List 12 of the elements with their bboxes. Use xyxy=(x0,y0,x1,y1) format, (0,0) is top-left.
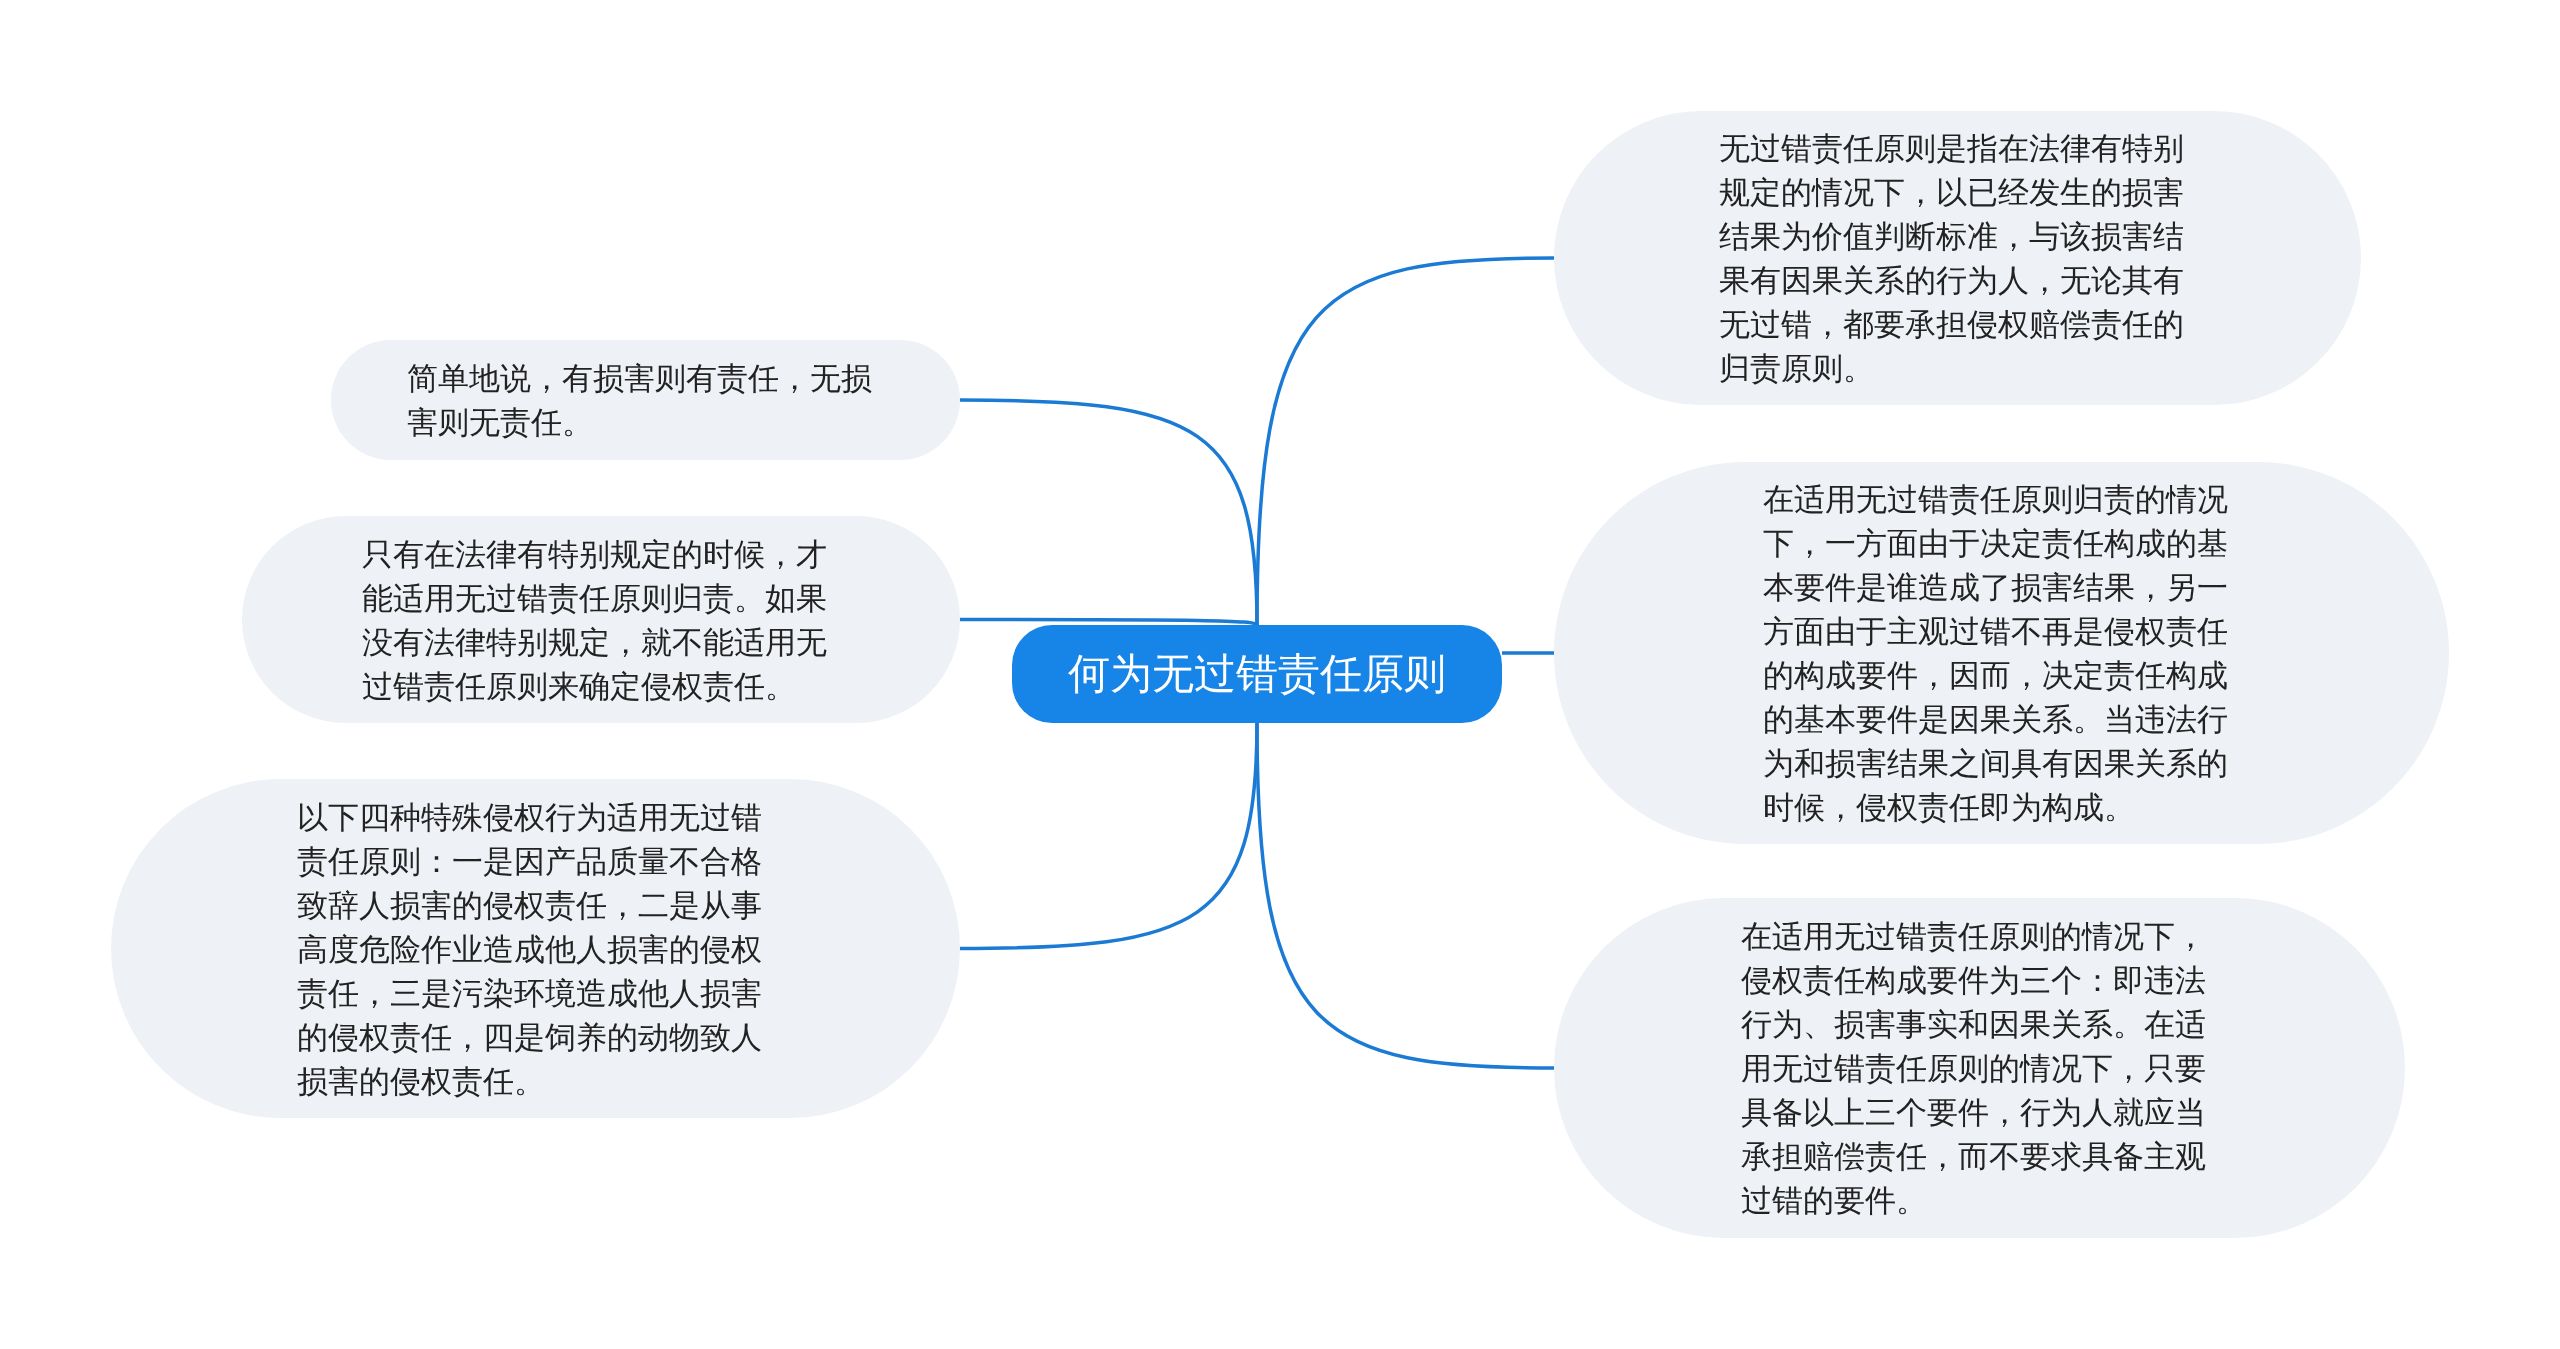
central-topic xyxy=(1012,625,1502,723)
connector-line xyxy=(1502,651,1554,655)
connector-line xyxy=(960,617,1258,627)
topic-text: 无过错责任原则是指在法律有特别规定的情况下，以已经发生的损害结果为价值判断标准，与该损害结果有因果关系的行为人，无论其有无过错，都要承担侵权赔偿责任的归责原则。 xyxy=(1718,129,2185,388)
connector-line xyxy=(1255,722,1555,1070)
connector-line xyxy=(1255,256,1555,626)
topic-text: 简单地说，有损害则有责任，无损害则无责任。 xyxy=(406,359,873,442)
topic-text: 只有在法律有特别规定的时候，才能适用无过错责任原则归责。如果没有法律特别规定，就不能适用无过错责任原则来确定侵权责任。 xyxy=(362,534,829,706)
topic-text: 在适用无过错责任原则的情况下，侵权责任构成要件为三个：即违法行为、损害事实和因果关系。在适用无过错责任原则的情况下，只要具备以上三个要件，行为人就应当承担赔偿责任，而不要求具备主观过错的要件。 xyxy=(1740,917,2207,1220)
topic-text: 何为无过错责任原则 xyxy=(1068,648,1446,700)
topic-text: 在适用无过错责任原则归责的情况下，一方面由于决定责任构成的基本要件是谁造成了损害结果，另一方面由于主观过错不再是侵权责任的构成要件，因而，决定责任构成的基本要件是因果关系。当违法行为和损害结果之间具有因果关系的时候，侵权责任即为构成。 xyxy=(1762,480,2229,827)
topic-text: 以下四种特殊侵权行为适用无过错责任原则：一是因产品质量不合格致辞人损害的侵权责任，二是从事高度危险作业造成他人损害的侵权责任，三是污染环境造成他人损害的侵权责任，四是饲养的动物致人损害的侵权责任。 xyxy=(296,797,763,1101)
